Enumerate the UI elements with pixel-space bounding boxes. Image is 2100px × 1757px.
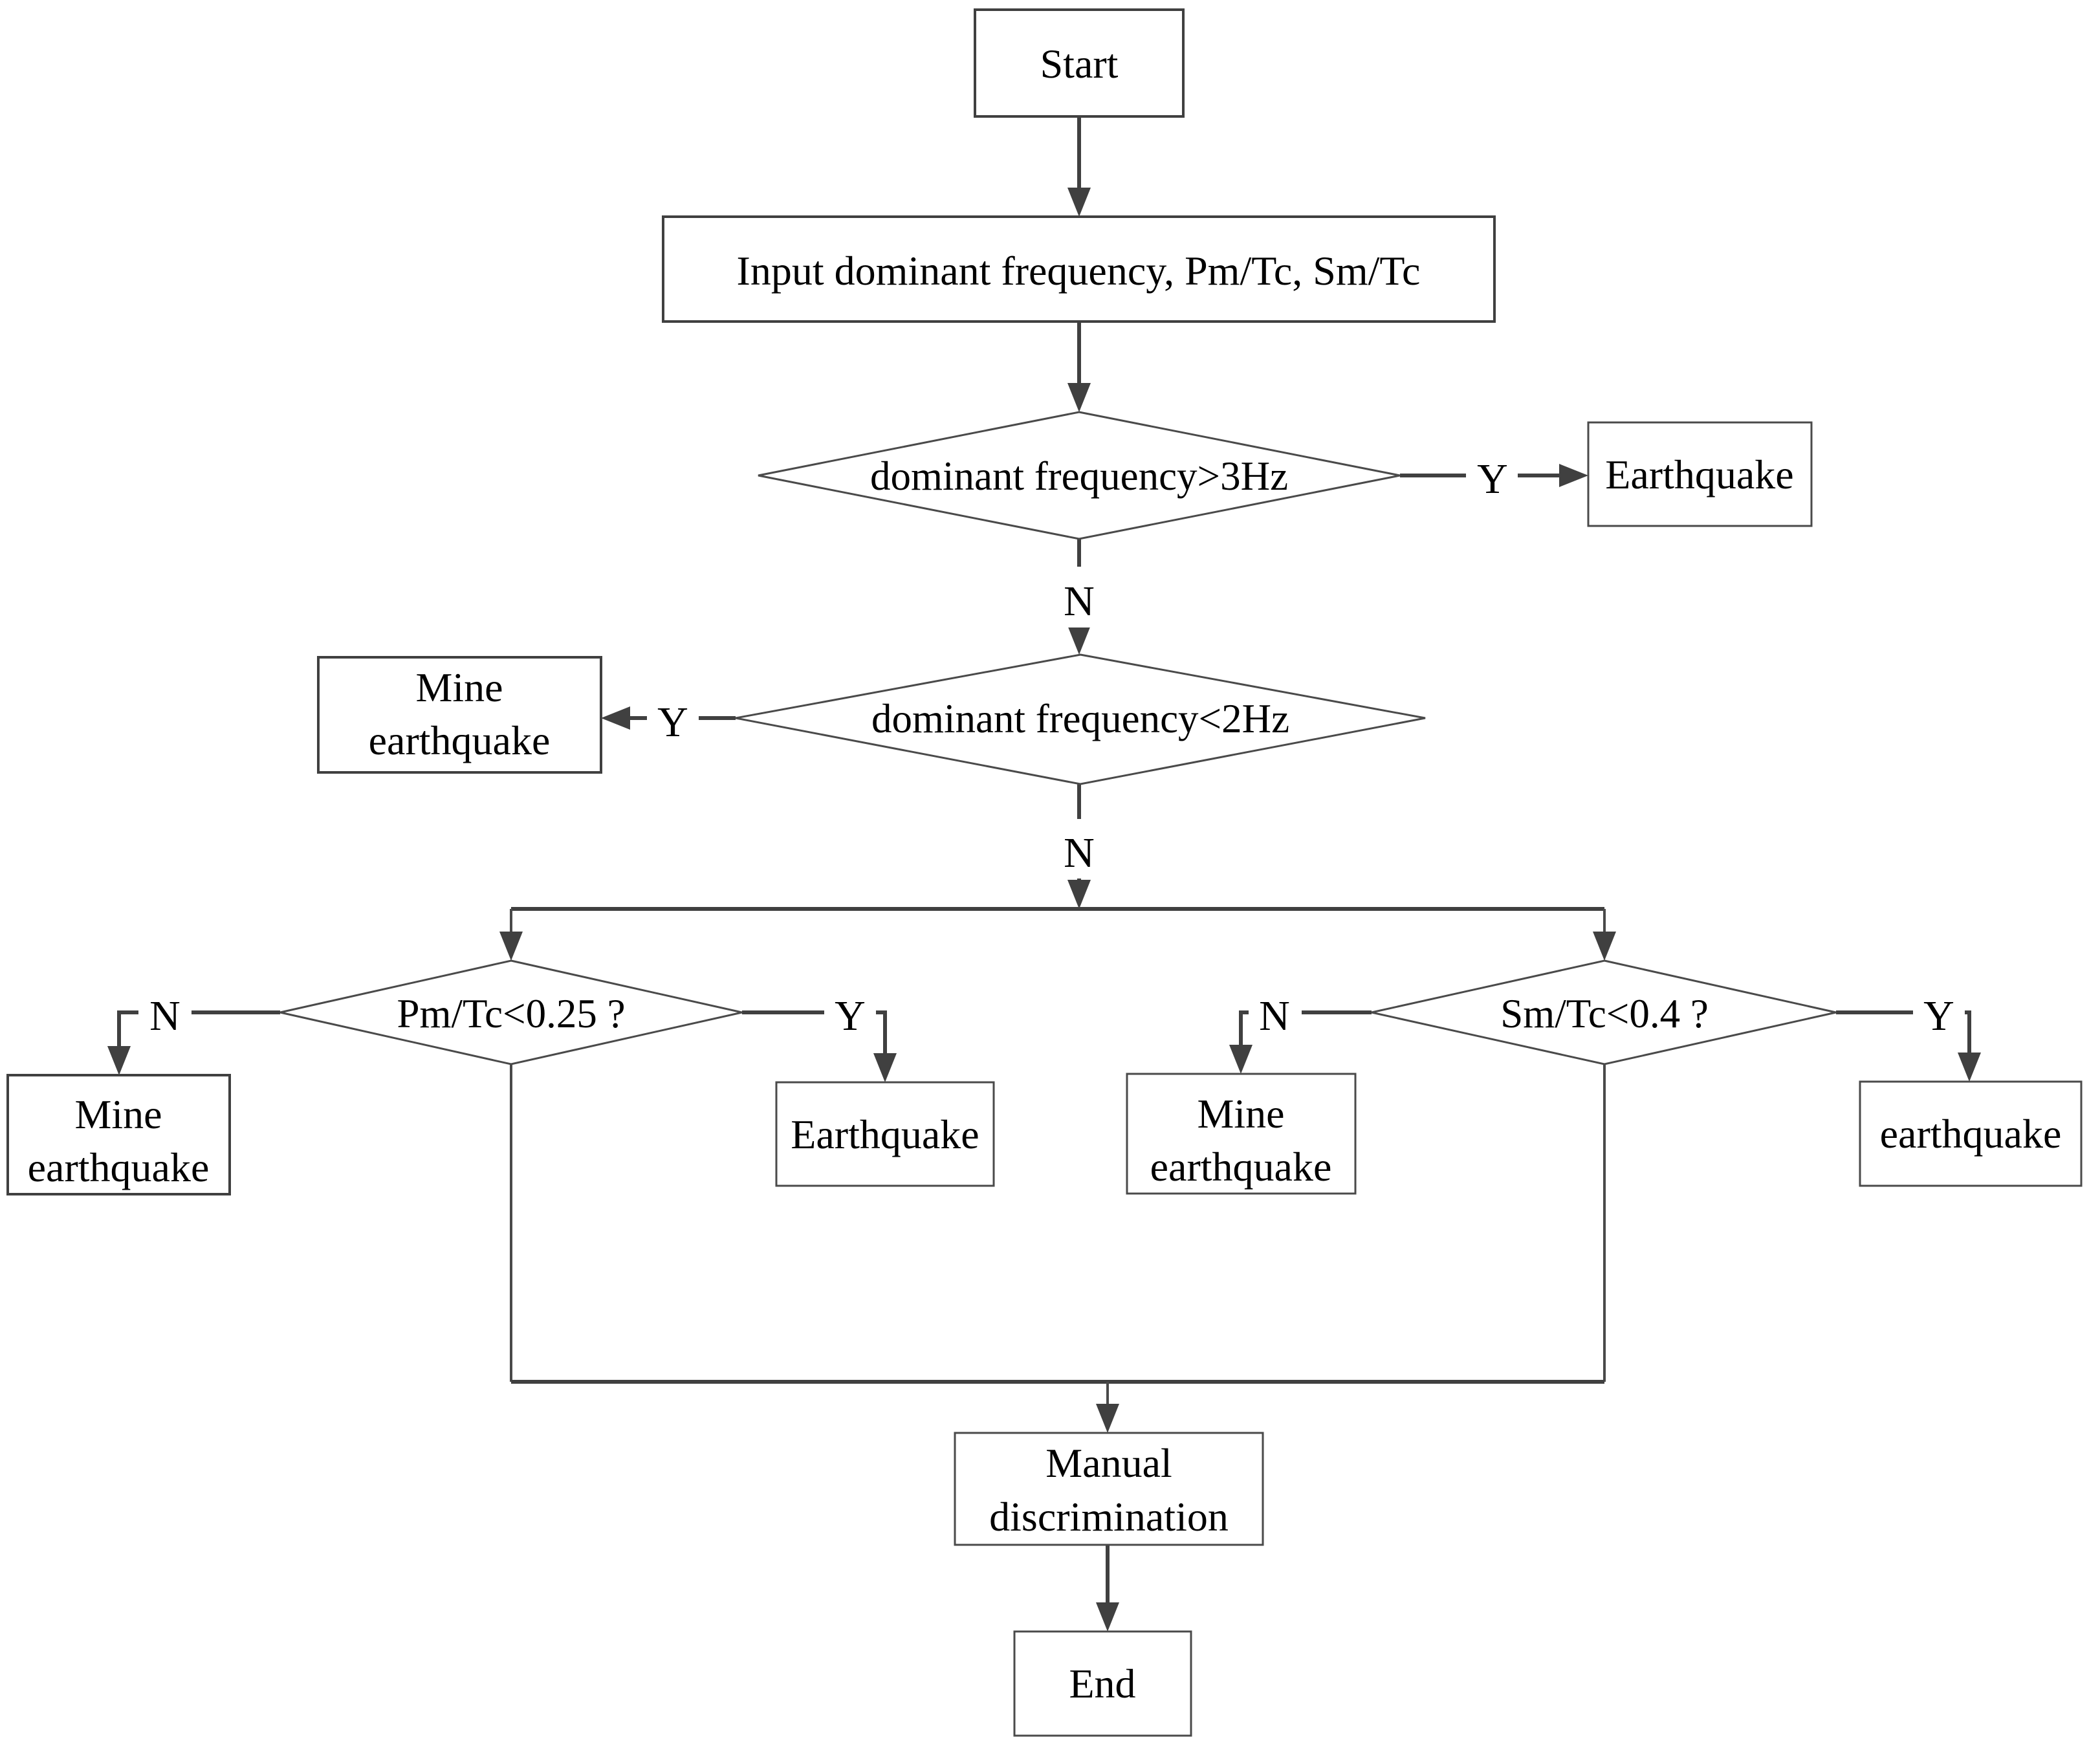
decision-diamond <box>758 411 1401 540</box>
mine-earthquake-line1: Mine <box>415 664 503 710</box>
input-label: Input dominant frequency, Pm/Tc, Sm/Tc <box>737 248 1421 294</box>
node-input: Input dominant frequency, Pm/Tc, Sm/Tc <box>662 215 1496 323</box>
label-bg <box>1466 444 1518 506</box>
decision-label: dominant frequency>3Hz <box>870 453 1288 499</box>
node-start: Start <box>974 8 1185 118</box>
arrow-smtc-no <box>1239 1010 1372 1046</box>
manual-box <box>954 1432 1264 1546</box>
arrowhead <box>1593 932 1616 961</box>
decision-diamond <box>279 959 743 1065</box>
label-bg <box>1052 819 1106 878</box>
yes-label: Y <box>657 699 688 746</box>
label-bg <box>647 687 699 749</box>
node-earthquake-sm-yes: earthquake <box>1859 1080 2083 1187</box>
arrowhead <box>873 1053 897 1082</box>
no-label: N <box>1064 829 1095 877</box>
arrowhead <box>1067 880 1091 909</box>
start-box <box>974 8 1185 118</box>
no-label: N <box>1064 578 1095 625</box>
mine-earthquake-box <box>6 1074 231 1195</box>
arrowhead <box>107 1046 131 1075</box>
node-mine-earthquake-left: Mine earthquake <box>317 656 602 774</box>
edge-label-freq2-yes: Y <box>647 687 699 749</box>
arrowhead <box>1067 188 1091 217</box>
arrowhead <box>1067 383 1091 412</box>
node-mine-earthquake-far-left: Mine earthquake <box>6 1074 231 1195</box>
input-box <box>662 215 1496 323</box>
arrowhead <box>1096 1404 1119 1433</box>
arrowhead <box>1559 464 1588 487</box>
decision-dominant-freq-lt-2hz: dominant frequency<2Hz <box>735 653 1426 785</box>
edges: Y N Y N N <box>107 116 1981 1632</box>
mine-earthquake-box <box>317 656 602 774</box>
earthquake-box <box>1587 421 1813 527</box>
earthquake-label: Earthquake <box>1605 452 1793 497</box>
decision-pm-tc: Pm/Tc<0.25 ? <box>279 959 743 1065</box>
end-label: End <box>1069 1661 1135 1707</box>
mine-earthquake-box <box>1126 1073 1357 1195</box>
yes-label: Y <box>835 992 866 1040</box>
arrowhead <box>499 932 523 961</box>
manual-line2: discrimination <box>989 1494 1229 1540</box>
edge-label-smtc-yes: Y <box>1913 982 1965 1044</box>
decision-label: Pm/Tc<0.25 ? <box>397 991 625 1036</box>
label-bg <box>138 982 191 1043</box>
earthquake-box <box>775 1081 995 1187</box>
arrow-pmtc-no <box>117 1010 280 1047</box>
decision-dominant-freq-gt-3hz: dominant frequency>3Hz <box>758 411 1401 540</box>
node-manual-discrimination: Manual discrimination <box>954 1432 1264 1546</box>
mine-earthquake-line2: earthquake <box>28 1144 210 1190</box>
edge-label-freq2-no: N <box>1052 819 1106 878</box>
decision-label: dominant frequency<2Hz <box>871 696 1289 741</box>
arrowhead <box>601 706 630 730</box>
node-mine-earthquake-sm-no: Mine earthquake <box>1126 1073 1357 1195</box>
start-label: Start <box>1040 41 1119 87</box>
manual-line1: Manual <box>1045 1440 1172 1486</box>
label-bg <box>824 982 876 1044</box>
earthquake-box <box>1859 1080 2083 1187</box>
label-bg <box>1249 982 1302 1043</box>
edge-label-freq3-yes: Y <box>1466 444 1518 506</box>
decision-diamond <box>1371 959 1837 1065</box>
mine-earthquake-line1: Mine <box>74 1091 162 1137</box>
no-label: N <box>149 992 180 1040</box>
label-bg <box>1913 982 1965 1044</box>
arrowhead <box>1958 1053 1981 1082</box>
edge-label-smtc-no: N <box>1249 982 1302 1043</box>
arrowhead <box>1096 1602 1119 1632</box>
earthquake-label: earthquake <box>1880 1111 2062 1157</box>
decision-sm-tc: Sm/Tc<0.4 ? <box>1371 959 1837 1065</box>
mine-earthquake-line2: earthquake <box>369 717 551 763</box>
no-label: N <box>1259 992 1290 1040</box>
node-earthquake-pm-yes: Earthquake <box>775 1081 995 1187</box>
node-end: End <box>1013 1630 1192 1737</box>
mine-earthquake-line2: earthquake <box>1150 1144 1332 1190</box>
label-bg <box>1052 567 1106 628</box>
arrow-smtc-yes <box>1836 1010 1971 1054</box>
mine-earthquake-line1: Mine <box>1197 1091 1284 1137</box>
edge-label-pmtc-yes: Y <box>824 982 876 1044</box>
arrow-pmtc-yes <box>742 1010 887 1054</box>
node-earthquake-top: Earthquake <box>1587 421 1813 527</box>
arrowhead <box>1229 1045 1252 1074</box>
earthquake-label: Earthquake <box>791 1111 979 1157</box>
decision-diamond <box>735 653 1426 785</box>
end-box <box>1013 1630 1192 1737</box>
arrowhead <box>1067 626 1091 655</box>
yes-label: Y <box>1477 455 1508 503</box>
yes-label: Y <box>1923 992 1954 1040</box>
decision-label: Sm/Tc<0.4 ? <box>1500 991 1709 1036</box>
edge-label-pmtc-no: N <box>138 982 191 1043</box>
edge-label-freq3-no: N <box>1052 567 1106 628</box>
